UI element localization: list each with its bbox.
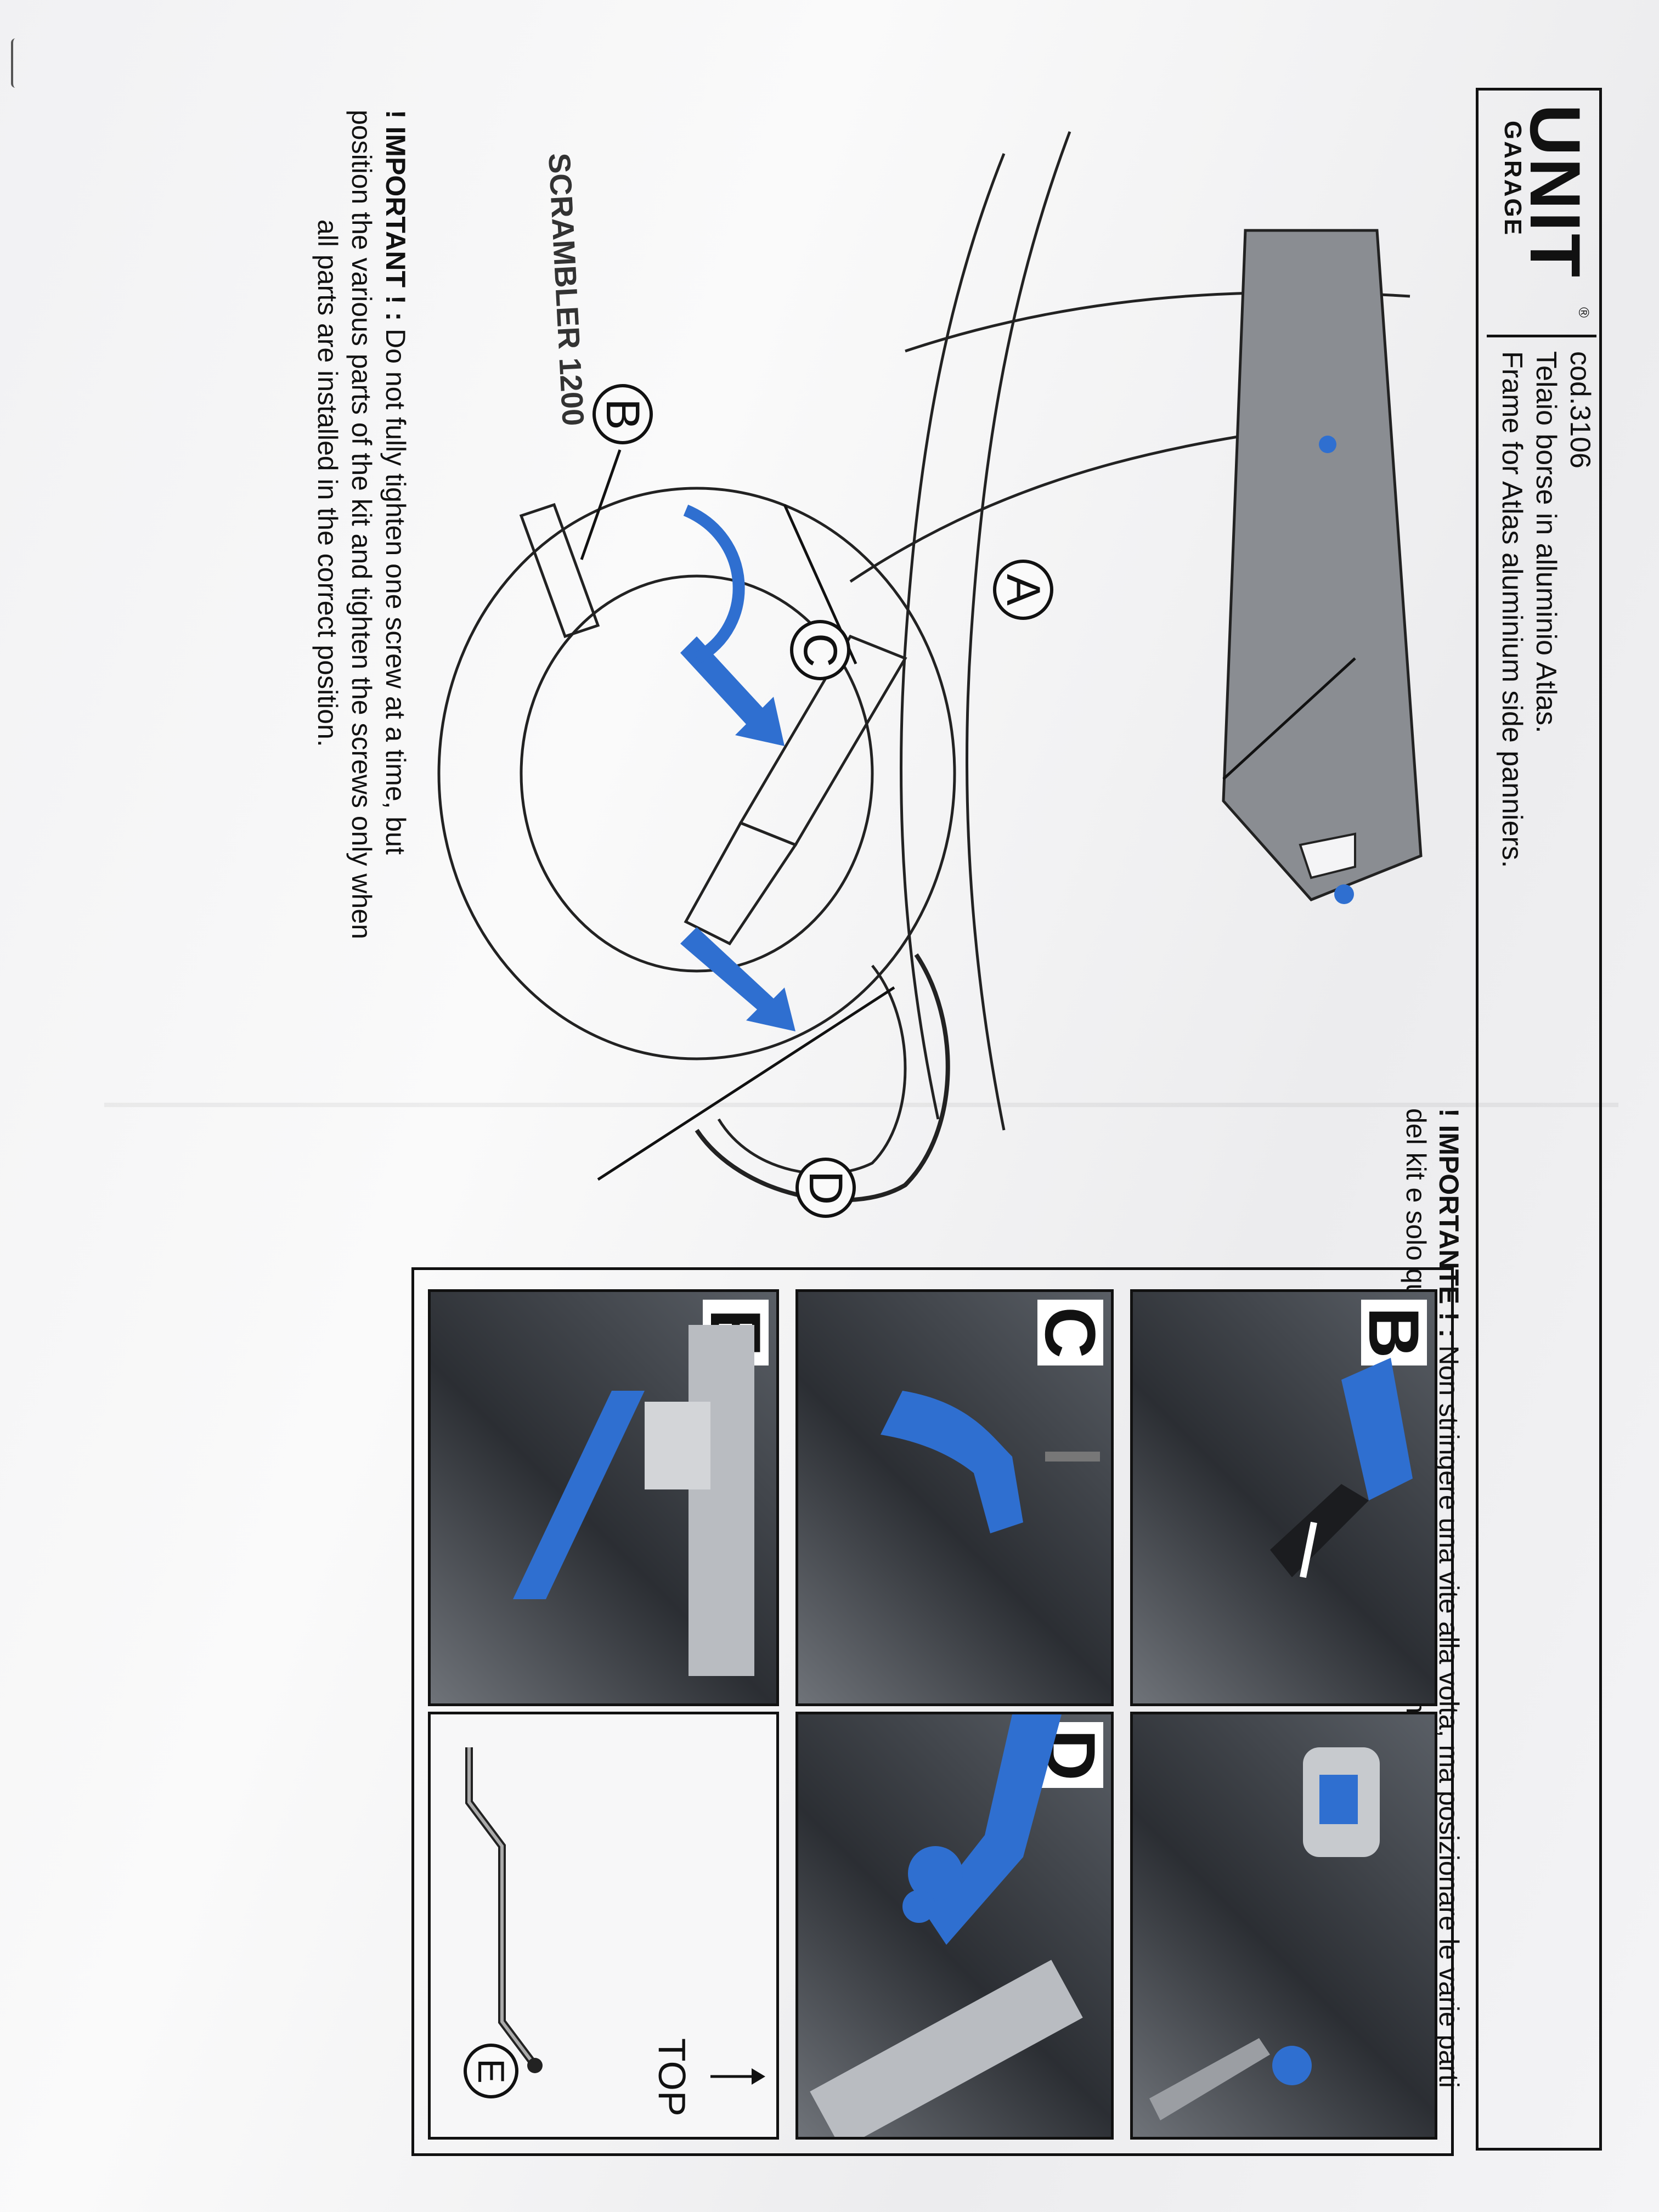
note-english-text1: Do not fully tighten one screw at a time… [380, 329, 411, 855]
callout-d: D [795, 1158, 856, 1218]
brand-logo: UNIT [1515, 104, 1595, 280]
photo-c-shock: C [795, 1289, 1114, 1706]
edge-mark [11, 38, 22, 88]
arrow-d [680, 927, 795, 1031]
photo-e-frame: E [428, 1289, 779, 1706]
note-english-heading: ! IMPORTANT ! : [380, 110, 411, 321]
callout-a: A [993, 560, 1053, 620]
brand-registered-mark: ® [1576, 307, 1592, 318]
arrow-curve [683, 504, 745, 664]
photo-b-screw [1130, 1712, 1437, 2140]
diagram-e-top: TOP E [428, 1712, 779, 2140]
note-english-line2: position the various parts of the kit an… [346, 110, 377, 939]
note-english-line1: ! IMPORTANT ! : Do not fully tighten one… [380, 110, 411, 855]
product-code: cod.3106 [1564, 351, 1596, 469]
title-english: Frame for Atlas aluminium side panniers. [1496, 351, 1528, 868]
rear-wheel-outline [437, 487, 956, 1060]
side-plate-a [1222, 229, 1423, 901]
arrow-c [680, 636, 785, 746]
motorcycle-line-drawing: SCRAMBLER 1200 [437, 131, 1423, 1203]
photo-d-bracket: D [795, 1712, 1114, 2140]
screw-marker-a2 [1319, 436, 1336, 453]
screw-marker-a [1334, 884, 1354, 904]
callout-b: B [592, 384, 653, 444]
callout-e: E [464, 2044, 518, 2098]
title-italian: Telaio borse in alluminio Atlas. [1530, 351, 1562, 733]
note-english-line3: all parts are installed in the correct p… [312, 219, 343, 747]
callout-c: C [790, 620, 850, 680]
header-divider [1487, 335, 1596, 337]
paper-fold [104, 1103, 1618, 1107]
document-rotated: UNIT ® GARAGE cod.3106 Telaio borse in a… [104, 66, 1618, 2194]
model-lettering: SCRAMBLER 1200 [542, 152, 591, 427]
photo-b-footpeg: B [1130, 1289, 1437, 1706]
top-label: TOP [651, 2038, 693, 2117]
brand-subtitle: GARAGE [1499, 121, 1526, 237]
